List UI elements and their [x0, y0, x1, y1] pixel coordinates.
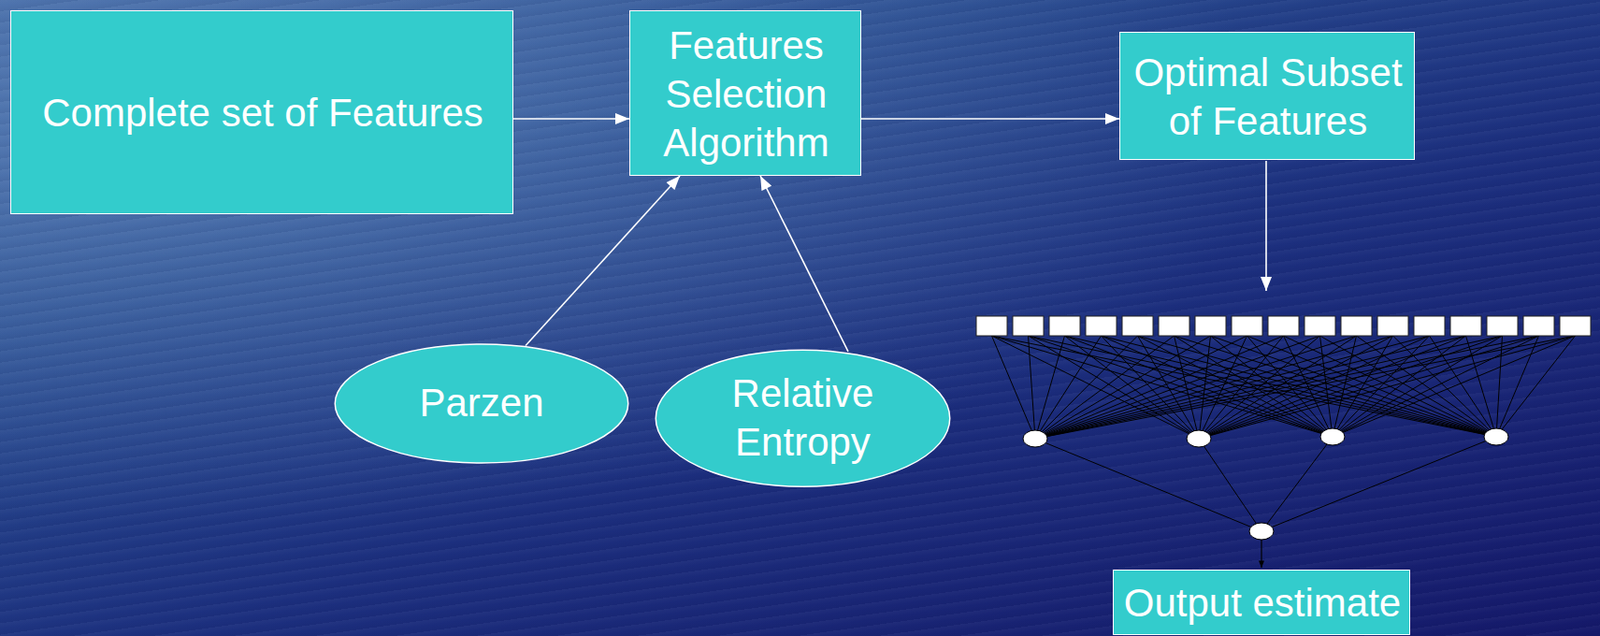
- hidden-unit: [1484, 428, 1509, 446]
- weights-output: [1035, 436, 1497, 532]
- text-area: Relative Entropy: [684, 368, 923, 469]
- input-unit: [1450, 316, 1482, 336]
- ellipse-shape: [655, 349, 950, 487]
- input-unit: [1012, 316, 1044, 336]
- output-box: Output estimate: [1112, 569, 1411, 635]
- input-unit: [1486, 316, 1518, 336]
- input-unit: [1085, 316, 1117, 336]
- text-area: Optimal Subset of Features: [1129, 38, 1407, 156]
- input-unit: [1523, 316, 1555, 336]
- method-ellipse: Relative Entropy: [654, 348, 952, 488]
- ellipse-outline: [654, 348, 952, 488]
- flow-arrow: [513, 117, 630, 120]
- method-ellipse: Parzen: [333, 343, 630, 464]
- input-unit: [1413, 316, 1445, 336]
- output-unit: [1249, 522, 1274, 540]
- input-box: Complete set of Features: [10, 10, 514, 215]
- node-label: Features Selection Algorithm: [639, 21, 853, 168]
- input-unit: [1304, 316, 1336, 336]
- input-unit: [1122, 316, 1154, 336]
- input-unit: [1268, 316, 1299, 336]
- input-unit: [1158, 316, 1190, 336]
- hidden-layer: [1023, 428, 1509, 447]
- input-unit: [976, 316, 1008, 336]
- flow-arrow: [861, 117, 1120, 120]
- result-box: Optimal Subset of Features: [1119, 31, 1415, 160]
- input-unit: [1049, 316, 1081, 336]
- text-area: Complete set of Features: [20, 16, 505, 210]
- flow-arrow: [760, 175, 849, 352]
- input-layer: [976, 316, 1591, 336]
- subset-to-network-arrow: [1265, 160, 1268, 291]
- input-unit: [1340, 316, 1372, 336]
- process-box: Features Selection Algorithm: [629, 10, 862, 176]
- ellipse-shape: [334, 344, 628, 463]
- input-unit: [1195, 316, 1226, 336]
- node-label: Relative Entropy: [684, 369, 923, 467]
- input-unit: [1559, 316, 1591, 336]
- hidden-unit: [1186, 430, 1211, 447]
- hidden-unit: [1320, 428, 1345, 446]
- text-area: Output estimate: [1123, 576, 1402, 631]
- node-label: Parzen: [418, 378, 544, 428]
- weights-hidden-1: [992, 335, 1576, 439]
- weights-hidden-4: [992, 335, 1576, 437]
- input-unit: [1231, 316, 1263, 336]
- input-unit: [1377, 316, 1409, 336]
- node-label: Optimal Subset of Features: [1129, 48, 1407, 146]
- node-label: Output estimate: [1124, 578, 1401, 628]
- weights-hidden-2: [992, 335, 1576, 439]
- node-label: Complete set of Features: [42, 88, 484, 138]
- hidden-unit: [1023, 430, 1048, 447]
- output-lead: [1260, 538, 1262, 568]
- text-area: Features Selection Algorithm: [639, 16, 853, 172]
- flow-arrow: [525, 175, 680, 346]
- text-area: Parzen: [363, 360, 601, 447]
- weights-hidden-3: [992, 335, 1576, 437]
- network-weights: [992, 335, 1576, 532]
